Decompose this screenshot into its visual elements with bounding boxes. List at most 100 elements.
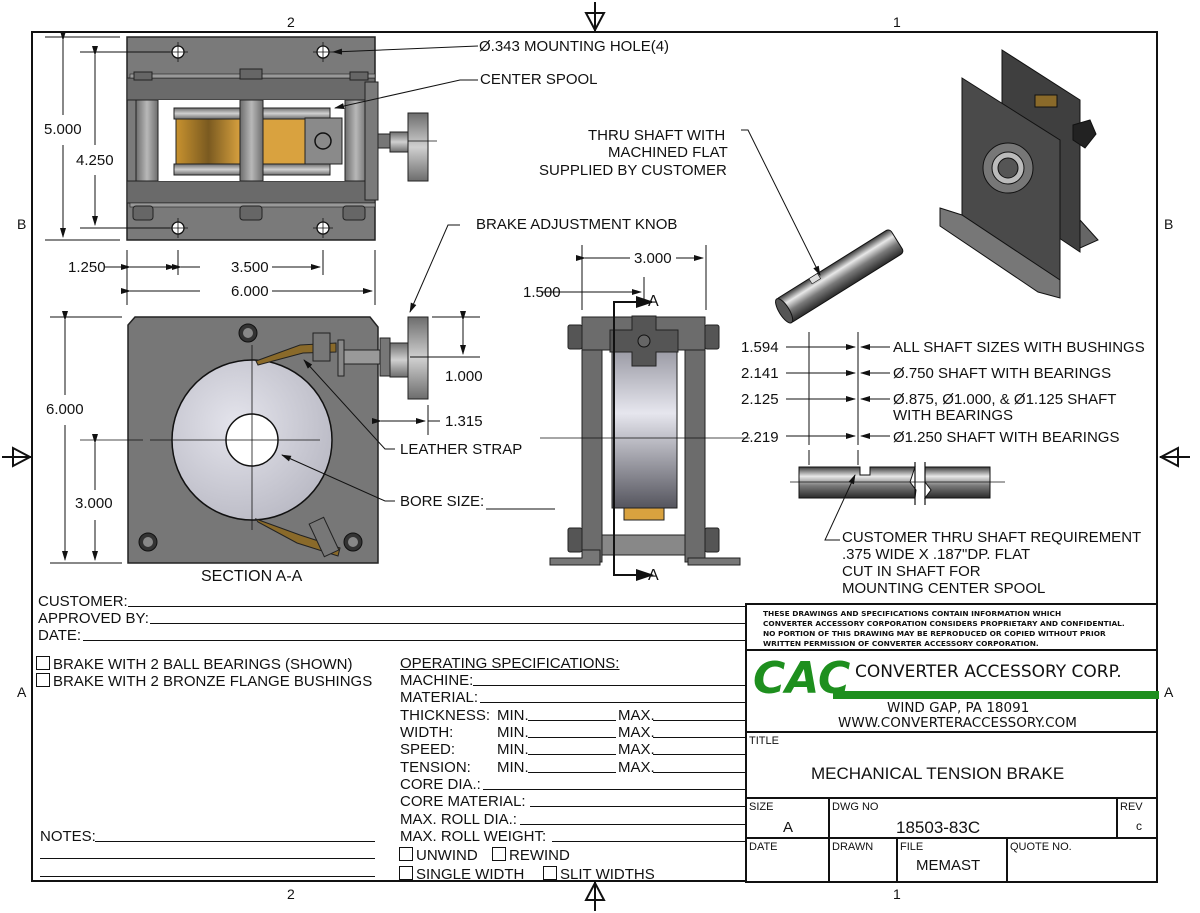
checkbox-slit-widths[interactable] (543, 866, 557, 880)
checkbox-rewind[interactable] (492, 847, 506, 861)
max-roll-weight-field[interactable] (552, 841, 746, 842)
file-value: MEMAST (916, 857, 981, 874)
shaft-length-value: 2.125 (741, 391, 779, 408)
mounting-hole-callout: Ø.343 MOUNTING HOLE(4) (479, 38, 670, 55)
max-roll-weight-label: MAX. ROLL WEIGHT: (400, 828, 547, 845)
dim-side-width: 3.000 (634, 250, 672, 267)
side-view-drawing (540, 245, 750, 581)
disclaimer-box: THESE DRAWINGS AND SPECIFICATIONS CONTAI… (745, 603, 1158, 651)
company-website[interactable]: WWW.CONVERTERACCESSORY.COM (838, 715, 1077, 731)
core-material-label: CORE MATERIAL: (400, 793, 526, 810)
thickness-min-label: MIN. (497, 707, 529, 724)
quote-box: QUOTE NO. (1006, 837, 1158, 883)
shaft-callout-line-2: MACHINED FLAT (608, 144, 728, 161)
speed-label: SPEED: (400, 741, 456, 758)
size-value: A (783, 819, 794, 836)
specs-title: OPERATING SPECIFICATIONS: (400, 655, 620, 672)
zone-left-B: B (17, 216, 27, 232)
option-bronze-bushings[interactable]: BRAKE WITH 2 BRONZE FLANGE BUSHINGS (36, 673, 372, 689)
notes-field-2[interactable] (40, 858, 375, 859)
tension-label: TENSION: (400, 759, 471, 776)
shaft-requirement-line-3: CUT IN SHAFT FOR (842, 563, 981, 580)
customer-label: CUSTOMER: (38, 593, 128, 610)
speed-min-label: MIN. (497, 741, 529, 758)
dim-hole-spacing-vertical: 4.250 (76, 152, 114, 169)
approved-by-field[interactable] (150, 623, 746, 624)
width-min-label: MIN. (497, 724, 529, 741)
speed-max-label: MAX. (618, 741, 655, 758)
company-name: CONVERTER ACCESSORY CORP. (855, 662, 1122, 682)
dwg-no-label: DWG NO (832, 801, 879, 813)
dim-center-height: 3.000 (75, 495, 113, 512)
rev-value: c (1136, 819, 1142, 833)
customer-field[interactable] (128, 606, 746, 607)
shaft-length-desc: Ø1.250 SHAFT WITH BEARINGS (893, 429, 1120, 446)
checkbox-ball-bearings[interactable] (36, 656, 50, 670)
checkbox-unwind[interactable] (399, 847, 413, 861)
cac-logo-icon: CAC (753, 653, 1159, 703)
disclaimer-line: CONVERTER ACCESSORY CORPORATION CONSIDER… (763, 619, 1125, 628)
thickness-label: THICKNESS: (400, 707, 491, 724)
notes-field-1[interactable] (95, 841, 375, 842)
center-mark-left-icon (2, 446, 33, 468)
notes-field-3[interactable] (40, 876, 375, 877)
machine-field[interactable] (473, 685, 746, 686)
checkbox-bronze-bushings[interactable] (36, 673, 50, 687)
shaft-length-value: 2.219 (741, 429, 779, 446)
option-unwind[interactable]: UNWIND (399, 847, 478, 863)
max-roll-dia-field[interactable] (520, 824, 746, 825)
zone-top-1: 1 (893, 14, 901, 30)
rev-box: REV c (1116, 797, 1158, 839)
dim-edge-to-hole: 1.250 (68, 259, 106, 276)
material-field[interactable] (480, 702, 746, 703)
shaft-requirement-line-2: .375 WIDE X .187"DP. FLAT (842, 546, 1031, 563)
company-box: CAC CONVERTER ACCESSORY CORP. WIND GAP, … (745, 649, 1159, 733)
option-single-width[interactable]: SINGLE WIDTH (399, 866, 524, 882)
shaft-and-isometric-drawing (741, 49, 1099, 541)
drawn-box: DRAWN (828, 837, 898, 883)
shaft-length-value: 1.594 (741, 339, 779, 356)
option-slit-widths[interactable]: SLIT WIDTHS (543, 866, 655, 882)
width-min-field[interactable] (528, 737, 616, 738)
bore-size-callout: BORE SIZE: (400, 493, 485, 510)
checkbox-single-width[interactable] (399, 866, 413, 880)
center-mark-top-icon (584, 2, 606, 33)
approved-by-label: APPROVED BY: (38, 610, 149, 627)
max-roll-dia-label: MAX. ROLL DIA.: (400, 811, 517, 828)
dim-section-offset: 1.500 (523, 284, 561, 301)
core-material-field[interactable] (530, 806, 746, 807)
shaft-length-desc: ALL SHAFT SIZES WITH BUSHINGS (893, 339, 1145, 356)
zone-top-2: 2 (287, 14, 295, 30)
date-label: DATE: (38, 627, 82, 644)
size-label: SIZE (749, 801, 774, 813)
disclaimer-line: WRITTEN PERMISSION OF CONVERTER ACCESSOR… (763, 639, 1039, 648)
shaft-requirement-line-4: MOUNTING CENTER SPOOL (842, 580, 1046, 597)
width-max-field[interactable] (653, 737, 746, 738)
disclaimer-line: THESE DRAWINGS AND SPECIFICATIONS CONTAI… (763, 609, 1062, 618)
option-ball-bearings[interactable]: BRAKE WITH 2 BALL BEARINGS (SHOWN) (36, 656, 353, 672)
tension-max-label: MAX. (618, 759, 655, 776)
tension-min-field[interactable] (528, 772, 616, 773)
date-field[interactable] (83, 640, 746, 641)
thickness-max-field[interactable] (653, 720, 746, 721)
shaft-length-desc-cont: WITH BEARINGS (893, 407, 1014, 424)
shaft-callout-line-3: SUPPLIED BY CUSTOMER (539, 162, 727, 179)
drawing-border (31, 31, 1158, 882)
file-box: FILE MEMAST (896, 837, 1008, 883)
dwg-no-box: DWG NO 18503-83C (828, 797, 1118, 839)
quote-label: QUOTE NO. (1010, 841, 1072, 853)
tb-date-label: DATE (749, 841, 778, 853)
section-label: SECTION A-A (201, 568, 303, 585)
drawing-title: MECHANICAL TENSION BRAKE (811, 764, 1065, 783)
zone-bottom-1: 1 (893, 886, 901, 902)
center-mark-bottom-icon (584, 880, 606, 911)
tension-max-field[interactable] (653, 772, 746, 773)
speed-min-field[interactable] (528, 754, 616, 755)
core-dia-field[interactable] (483, 789, 746, 790)
option-rewind[interactable]: REWIND (492, 847, 570, 863)
dim-section-height: 6.000 (46, 401, 84, 418)
thickness-min-field[interactable] (528, 720, 616, 721)
file-label: FILE (900, 841, 924, 853)
brake-knob-callout: BRAKE ADJUSTMENT KNOB (476, 216, 678, 233)
speed-max-field[interactable] (653, 754, 746, 755)
